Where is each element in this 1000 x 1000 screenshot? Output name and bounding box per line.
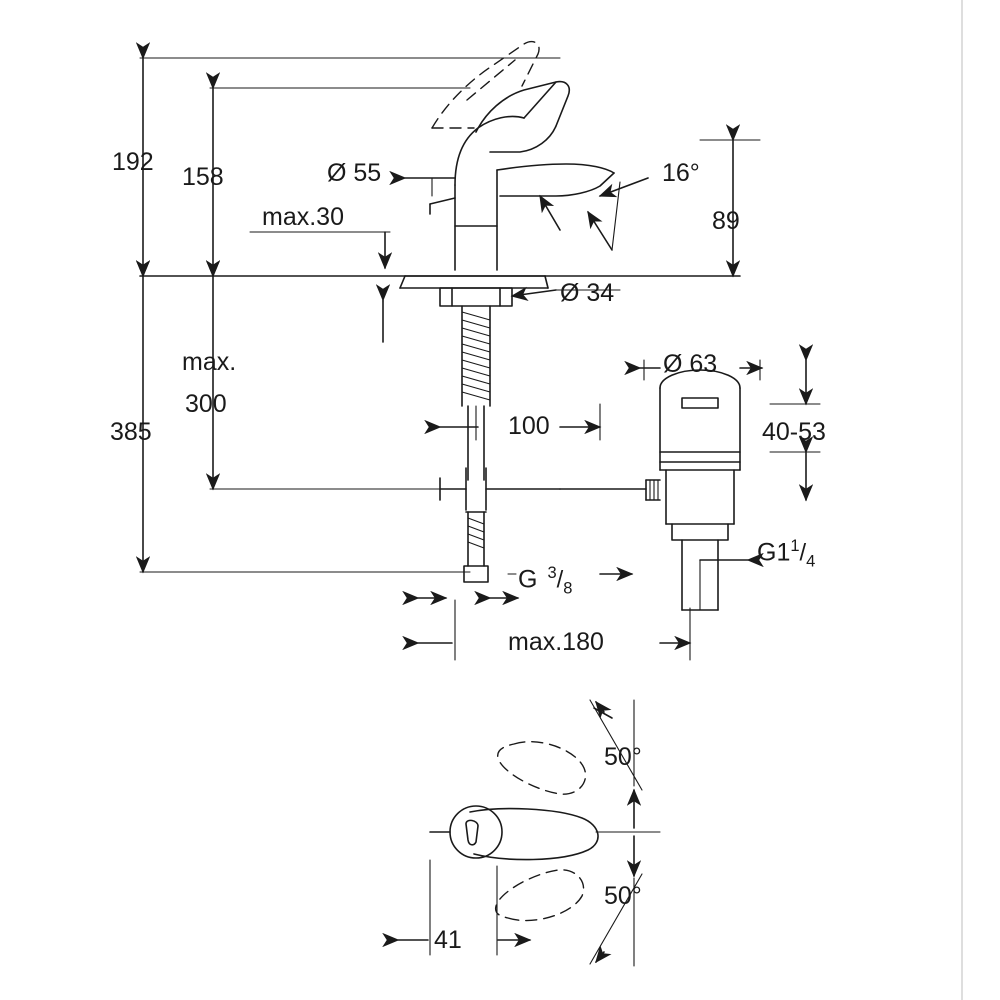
dimension-label-89: 89 (712, 207, 740, 235)
dimension-label-16deg: 16° (662, 159, 700, 187)
dimension-label-max30: max.30 (262, 203, 344, 231)
dimension-label-50deg-lower: 50° (604, 882, 642, 910)
dimension-label-d55: Ø 55 (327, 159, 382, 187)
dimension-label-max: max. (182, 348, 237, 376)
dimension-label-385: 385 (110, 418, 152, 446)
dimension-label-192: 192 (112, 148, 154, 176)
dimension-label-50deg-upper: 50° (604, 743, 642, 771)
dimension-label-158: 158 (182, 163, 224, 191)
thread-g114-base: G1 (757, 538, 791, 567)
thread-g114-denominator: 4 (806, 552, 816, 571)
dimension-label-300: 300 (185, 390, 227, 418)
thread-g38-denominator: 8 (563, 579, 573, 598)
dimension-label-100: 100 (508, 412, 550, 440)
dimension-label-41: 41 (434, 926, 462, 954)
thread-g38-base: G (518, 565, 538, 594)
dimension-label-max180: max.180 (508, 628, 604, 656)
dimension-label-40-53: 40-53 (762, 418, 826, 446)
thread-g114-numerator: 1 (790, 537, 800, 555)
thread-callout-g114: G11/4 (757, 537, 816, 571)
tap-body-geometry (135, 0, 963, 1000)
thread-g38-numerator: 3 (547, 564, 557, 582)
dimension-label-d34: Ø 34 (560, 279, 615, 307)
dimension-label-d63: Ø 63 (663, 350, 718, 378)
